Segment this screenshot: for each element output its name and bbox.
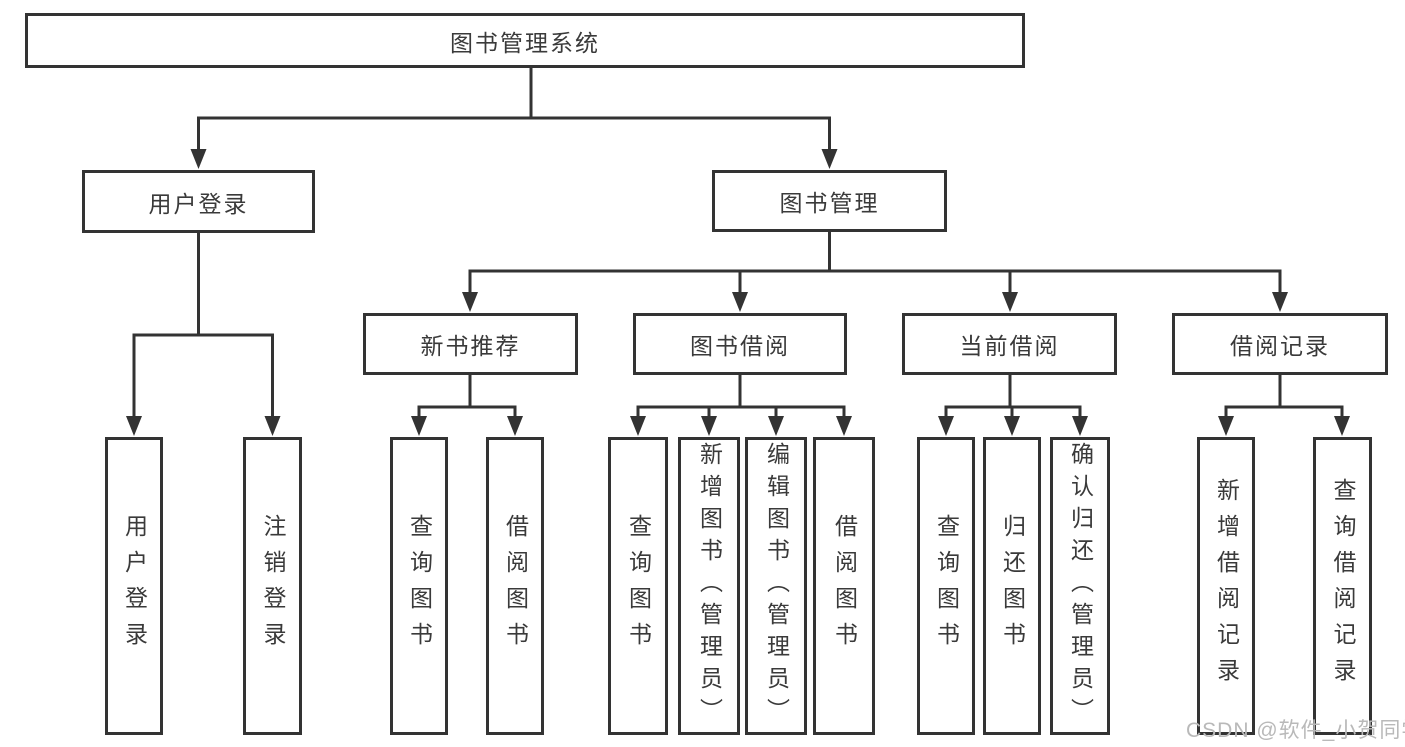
leaf-edit-book-admin: 编辑图书（管理员） xyxy=(745,437,807,735)
leaf-query-books-borrow: 查询图书 xyxy=(608,437,668,735)
node-library-management-system: 图书管理系统 xyxy=(25,13,1025,68)
leaf-logout: 注销登录 xyxy=(243,437,302,735)
node-current-borrow: 当前借阅 xyxy=(902,313,1117,375)
leaf-query-books-recommend: 查询图书 xyxy=(390,437,448,735)
leaf-return-book: 归还图书 xyxy=(983,437,1041,735)
leaf-borrow-books: 借阅图书 xyxy=(813,437,875,735)
leaf-confirm-return-admin: 确认归还（管理员） xyxy=(1050,437,1110,735)
leaf-query-borrow-record: 查询借阅记录 xyxy=(1313,437,1372,735)
leaf-user-login: 用户登录 xyxy=(105,437,163,735)
watermark: CSDN @软件_小贺同学 xyxy=(1186,719,1405,742)
node-book-management: 图书管理 xyxy=(712,170,947,232)
leaf-add-book-admin: 新增图书（管理员） xyxy=(678,437,740,735)
leaf-query-books-current: 查询图书 xyxy=(917,437,975,735)
arrowheads xyxy=(126,149,1350,436)
node-user-login: 用户登录 xyxy=(82,170,315,233)
node-borrow-records: 借阅记录 xyxy=(1172,313,1388,375)
node-new-book-recommend: 新书推荐 xyxy=(363,313,578,375)
leaf-add-borrow-record: 新增借阅记录 xyxy=(1197,437,1255,735)
leaf-borrow-books-recommend: 借阅图书 xyxy=(486,437,544,735)
node-book-borrow: 图书借阅 xyxy=(633,313,847,375)
